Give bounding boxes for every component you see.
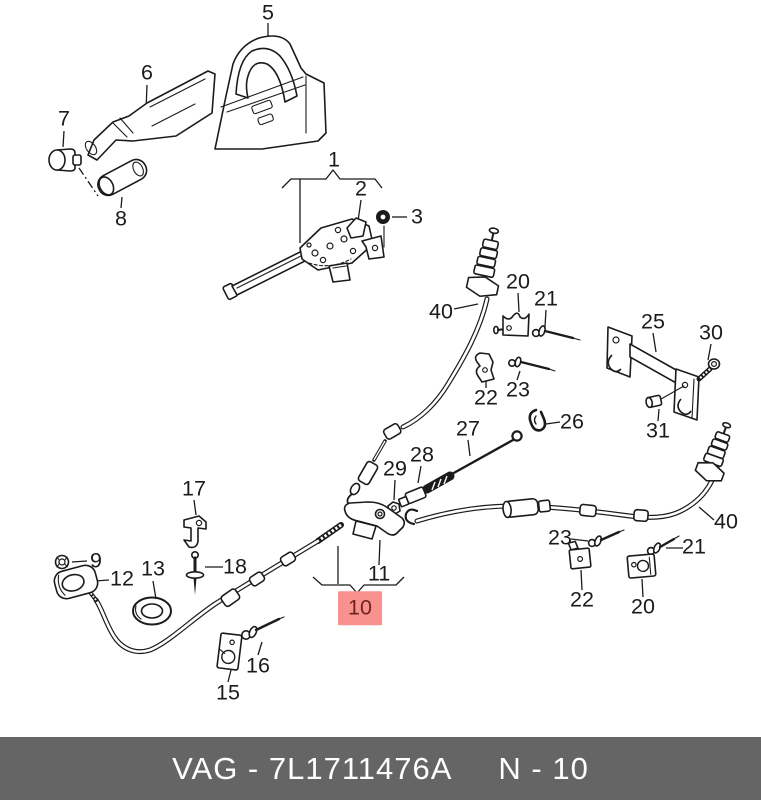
cable-equalizer-drawing [343, 501, 406, 540]
part-label-13: 13 [141, 556, 165, 581]
part-label-9: 9 [90, 548, 102, 573]
grommet-drawing [53, 564, 99, 600]
release-button-drawing [48, 148, 82, 172]
nut-drawing [376, 210, 390, 224]
lever-grip-drawing [84, 70, 216, 161]
part-label-17: 17 [182, 476, 206, 501]
part-label-30: 30 [699, 320, 723, 345]
part-label-3: 3 [411, 204, 423, 229]
part-label-10: 10 [338, 591, 382, 625]
footer-bar: VAG - 7L1711476A N - 10 [0, 737, 761, 800]
mounting-bracket-drawing [606, 326, 700, 421]
part-label-23-top: 23 [506, 377, 530, 402]
serrated-nut-drawing [54, 554, 70, 570]
spreader-pin-drawing-21-right [646, 535, 680, 556]
part-label-8: 8 [115, 206, 127, 231]
part-label-22-right: 22 [570, 587, 594, 612]
part-label-15: 15 [216, 680, 240, 705]
clip-plate-drawing [216, 632, 243, 671]
spreader-pin-drawing-23-right [587, 529, 625, 548]
rear-right-brake-cable-drawing [414, 421, 732, 524]
part-label-40-upper: 40 [429, 299, 453, 324]
part-label-7: 7 [58, 106, 70, 131]
cable-clip-drawing-20-right [626, 553, 657, 579]
grip-sleeve-drawing [97, 158, 148, 197]
cable-clip-drawing-22-right [567, 540, 592, 570]
support-bracket-drawing [183, 515, 207, 549]
cable-clip-drawing-20-top [492, 312, 530, 337]
part-label-31: 31 [646, 418, 670, 443]
hook-clip-drawing [528, 408, 547, 432]
footer-page-ref: N - 10 [498, 751, 589, 786]
spreader-pin-drawing-21-top [531, 325, 581, 341]
part-label-26: 26 [560, 409, 584, 434]
rear-left-brake-cable-drawing [84, 508, 419, 655]
part-label-1: 1 [328, 147, 340, 172]
part-label-20-right: 20 [631, 594, 655, 619]
part-label-18: 18 [223, 554, 247, 579]
part-label-21-right: 21 [682, 534, 706, 559]
lever-cover-drawing [214, 35, 327, 150]
part-label-12: 12 [110, 566, 134, 591]
stud-drawing-31 [645, 385, 685, 409]
cable-clip-drawing-22-top [474, 352, 495, 383]
part-label-6: 6 [141, 60, 153, 85]
push-pin-drawing-18 [185, 550, 205, 595]
footer-part-number: VAG - 7L1711476A [172, 751, 453, 786]
part-label-16: 16 [246, 653, 270, 678]
part-label-11: 11 [367, 561, 391, 586]
part-label-29: 29 [383, 456, 407, 481]
part-label-5: 5 [262, 0, 274, 25]
adjuster-sleeve-drawing [397, 486, 427, 508]
part-label-2: 2 [355, 176, 367, 201]
part-label-40-right: 40 [714, 509, 738, 534]
part-label-20-top: 20 [506, 269, 530, 294]
sealing-ring-drawing [132, 596, 172, 626]
release-pawl-drawing [346, 217, 367, 239]
rivet-pin-drawing-16 [241, 616, 285, 640]
front-brake-cable-drawing [346, 227, 500, 509]
diagram-artwork [48, 23, 732, 683]
part-label-25: 25 [641, 309, 665, 334]
handbrake-lever-drawing [222, 210, 390, 301]
part-label-21-top: 21 [534, 286, 558, 311]
bolt-drawing-30 [696, 358, 721, 382]
part-label-23-right: 23 [548, 525, 572, 550]
spreader-pin-drawing-23-top [507, 356, 556, 372]
part-label-22-top: 22 [474, 385, 498, 410]
part-label-27: 27 [456, 416, 480, 441]
tension-spring-drawing [422, 430, 523, 494]
part-label-28: 28 [410, 442, 434, 467]
leader-lines [62, 23, 715, 683]
